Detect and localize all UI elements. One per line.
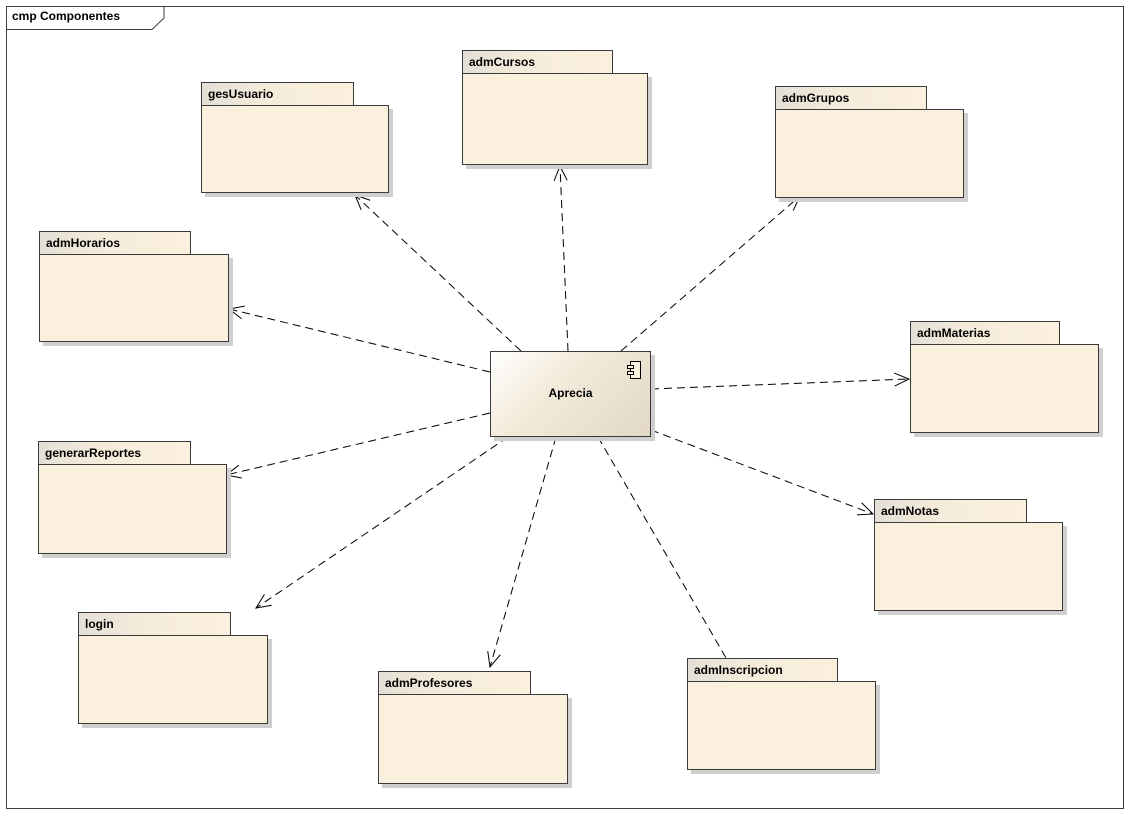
package-tab: login (78, 612, 231, 636)
dependency-line-admnotas (650, 429, 874, 515)
component-name: Aprecia (548, 386, 593, 400)
dependency-arrowhead-admcursos (553, 164, 568, 182)
package-tab: admGrupos (775, 86, 927, 110)
package-tab: generarReportes (38, 441, 191, 465)
dependency-arrowhead-admnotas (856, 502, 875, 516)
package-body (874, 522, 1063, 611)
dependency-line-admprofesores (489, 436, 557, 668)
frame-label: cmp Componentes (12, 9, 121, 23)
diagram-frame (6, 6, 1124, 809)
package-tab: admNotas (874, 499, 1027, 523)
package-body (38, 464, 227, 554)
dependency-line-gesusuario (354, 194, 522, 352)
dependency-arrowhead-admmaterias (893, 372, 911, 387)
component-aprecia[interactable]: Aprecia (490, 351, 651, 437)
dependency-line-admmaterias (650, 378, 910, 390)
frame-tab (6, 6, 165, 30)
package-tab: admHorarios (39, 231, 191, 255)
package-body (462, 73, 648, 165)
dependency-line-admcursos (559, 165, 569, 352)
dependency-line-admgrupos (620, 195, 801, 352)
dependency-line-login (255, 436, 509, 609)
component-icon (627, 361, 641, 379)
dependency-arrowhead-admprofesores (487, 651, 501, 669)
package-tab: admMaterias (910, 321, 1060, 345)
dependency-arrowhead-login (254, 594, 272, 609)
dependency-line-admhorarios (228, 308, 491, 373)
package-tab: admCursos (462, 50, 613, 74)
dependency-line-generarreportes (225, 412, 491, 476)
package-body (910, 344, 1099, 433)
dependency-line-adminscripcion (597, 436, 741, 683)
package-body (39, 254, 229, 342)
package-tab: gesUsuario (201, 82, 354, 106)
package-body (687, 681, 876, 770)
package-body (378, 694, 568, 784)
package-body (201, 105, 389, 193)
package-tab: admProfesores (378, 671, 531, 695)
package-tab: admInscripcion (687, 658, 838, 682)
package-body (78, 635, 268, 724)
package-body (775, 109, 964, 198)
dependency-arrowhead-gesusuario (354, 194, 371, 210)
dependency-arrowhead-generarreportes (224, 464, 242, 479)
dependency-arrowhead-admhorarios (227, 305, 245, 320)
